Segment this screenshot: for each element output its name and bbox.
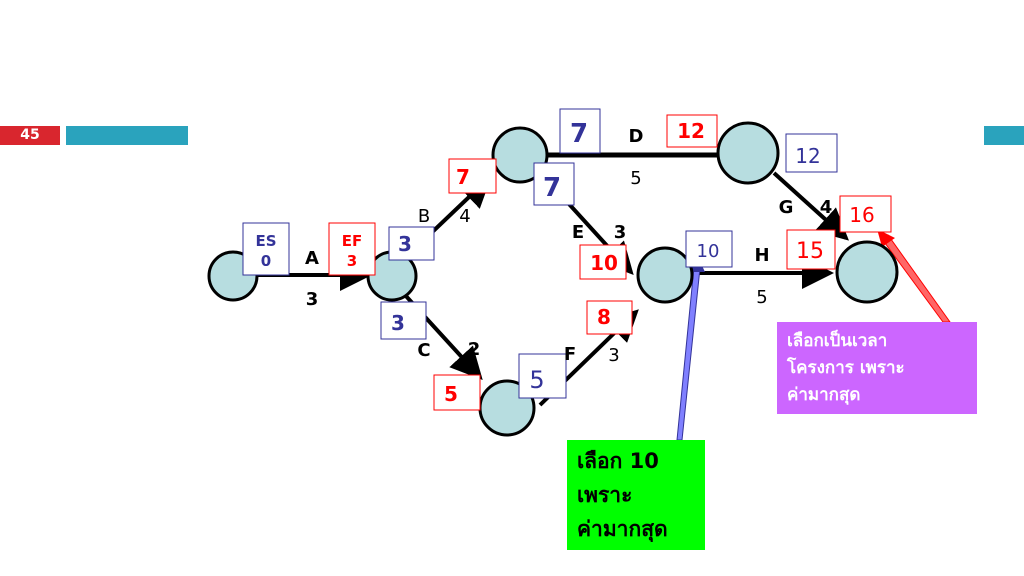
d-ef-value: 12	[677, 119, 705, 143]
activity-c-label: C	[417, 340, 430, 361]
box-g-ef	[839, 195, 892, 233]
activity-c-duration: 2	[468, 339, 481, 360]
e-es-value: 7	[543, 173, 561, 203]
box-ef	[328, 222, 376, 276]
activity-a-duration: 3	[306, 289, 319, 310]
g-es-value: 12	[795, 144, 820, 168]
box-f-es	[518, 353, 567, 399]
box-d-es	[559, 108, 601, 154]
f-ef-value: 8	[597, 305, 611, 329]
header-bar-right	[984, 126, 1024, 145]
box-h-ef	[786, 229, 836, 270]
activity-g-label: G	[779, 197, 794, 218]
activity-e-label: E	[572, 222, 584, 243]
node-6	[716, 121, 780, 185]
d-es-value: 7	[570, 119, 588, 149]
purple-note-pointer-head	[877, 229, 895, 247]
box-f-ef	[586, 300, 633, 335]
box-e-es	[533, 162, 575, 206]
box-d-ef	[666, 114, 718, 148]
h-es-value: 10	[697, 241, 720, 262]
box-h-es	[685, 230, 733, 268]
activity-g-duration: 4	[820, 197, 833, 218]
box-es	[242, 222, 290, 276]
es-value: 0	[261, 252, 271, 270]
node-4	[636, 246, 694, 304]
green-callout-note: เลือก 10 เพราะ ค่ามากสุด	[567, 440, 705, 550]
slide-number: 45	[0, 126, 60, 145]
box-c-es	[380, 301, 427, 340]
node-7	[835, 240, 899, 304]
ef-value: 3	[347, 252, 357, 270]
purple-callout-note: เลือกเป็นเวลา โครงการ เพราะ ค่ามากสุด	[777, 322, 977, 414]
activity-e-duration: 3	[614, 222, 627, 243]
box-g-es	[785, 133, 838, 173]
activity-d-duration: 5	[630, 168, 641, 189]
box-c-ef	[433, 374, 481, 411]
c-ef-value: 5	[444, 382, 458, 406]
activity-h-duration: 5	[756, 287, 767, 308]
activity-f-duration: 3	[608, 345, 619, 366]
g-ef-value: 16	[849, 203, 874, 227]
box-b-es	[388, 226, 435, 261]
activity-d-label: D	[629, 126, 644, 147]
e-ef-value: 10	[590, 251, 618, 275]
c-es-value: 3	[391, 311, 405, 335]
box-e-ef	[579, 244, 627, 280]
activity-a-label: A	[305, 248, 319, 269]
activity-h-label: H	[754, 245, 769, 266]
b-ef-value: 7	[456, 165, 470, 189]
box-b-ef	[448, 158, 497, 194]
h-ef-value: 15	[796, 239, 824, 264]
header-bar-left	[66, 126, 188, 145]
activity-f-label: F	[564, 344, 576, 365]
ef-header: EF	[342, 232, 363, 250]
es-header: ES	[255, 232, 276, 250]
arrow-g	[772, 171, 849, 241]
activity-b-label: B	[418, 206, 430, 227]
b-es-value: 3	[398, 232, 412, 256]
activity-b-duration: 4	[459, 206, 470, 227]
f-es-value: 5	[529, 366, 544, 394]
